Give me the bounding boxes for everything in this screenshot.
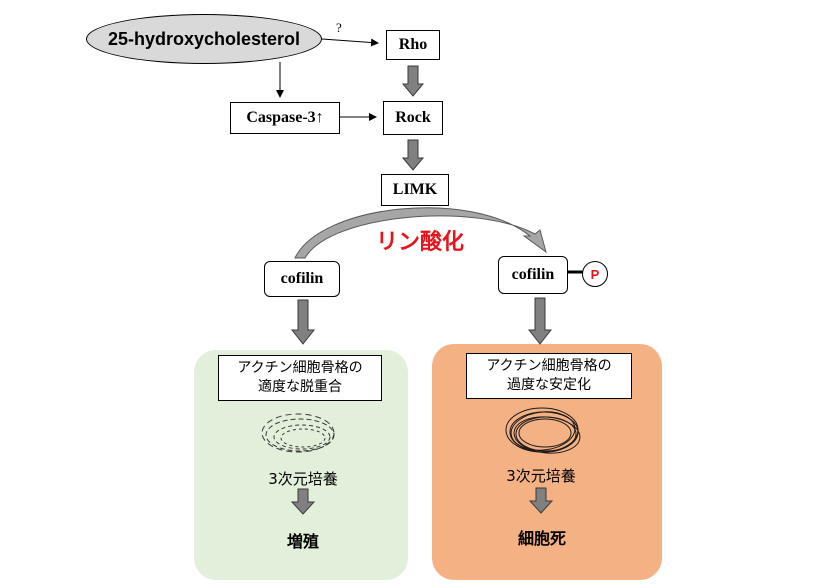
left-outcome-proliferation: 増殖 [286, 532, 319, 551]
right-desc-line1: アクチン細胞骨格の [486, 358, 612, 374]
node-limk: LIMK [381, 174, 449, 206]
cytoskeleton-loose-icon [261, 413, 335, 453]
left-desc-line2: 適度な脱重合 [258, 379, 342, 395]
node-cofilin-left: cofilin [264, 261, 340, 297]
node-cofilin-right: cofilin [498, 256, 568, 294]
phosphorylation-label: リン酸化 [375, 230, 464, 255]
phosphate-marker: P [582, 261, 608, 287]
block-arrow-cofilin-left-down [290, 299, 316, 345]
node-rock: Rock [383, 101, 443, 135]
node-rho: Rho [386, 30, 440, 60]
right-outcome-cell-death: 細胞死 [517, 529, 566, 548]
right-culture-label: 3次元培養 [506, 467, 576, 485]
left-desc-line1: アクチン細胞骨格の [237, 360, 363, 376]
unknown-link-question-mark: ? [336, 20, 342, 35]
cytoskeleton-dense-icon [505, 407, 581, 454]
right-desc-line2: 過度な安定化 [507, 377, 591, 393]
block-arrow-left-outcome [290, 488, 316, 515]
block-arrow-rho-to-rock [401, 65, 425, 97]
left-panel-description: アクチン細胞骨格の 適度な脱重合 [218, 355, 382, 401]
right-panel-description: アクチン細胞骨格の 過度な安定化 [466, 353, 632, 399]
block-arrow-right-outcome [528, 487, 554, 514]
block-arrow-cofilin-right-down [527, 297, 553, 345]
left-culture-label: 3次元培養 [268, 470, 338, 488]
node-25-hydroxycholesterol: 25-hydroxycholesterol [86, 14, 322, 64]
block-arrow-rock-to-limk [401, 139, 425, 171]
arrow-hydroxy-to-rho [321, 38, 379, 47]
curved-phosphorylation-arrow [294, 207, 547, 259]
node-caspase-3: Caspase-3↑ [230, 102, 340, 134]
